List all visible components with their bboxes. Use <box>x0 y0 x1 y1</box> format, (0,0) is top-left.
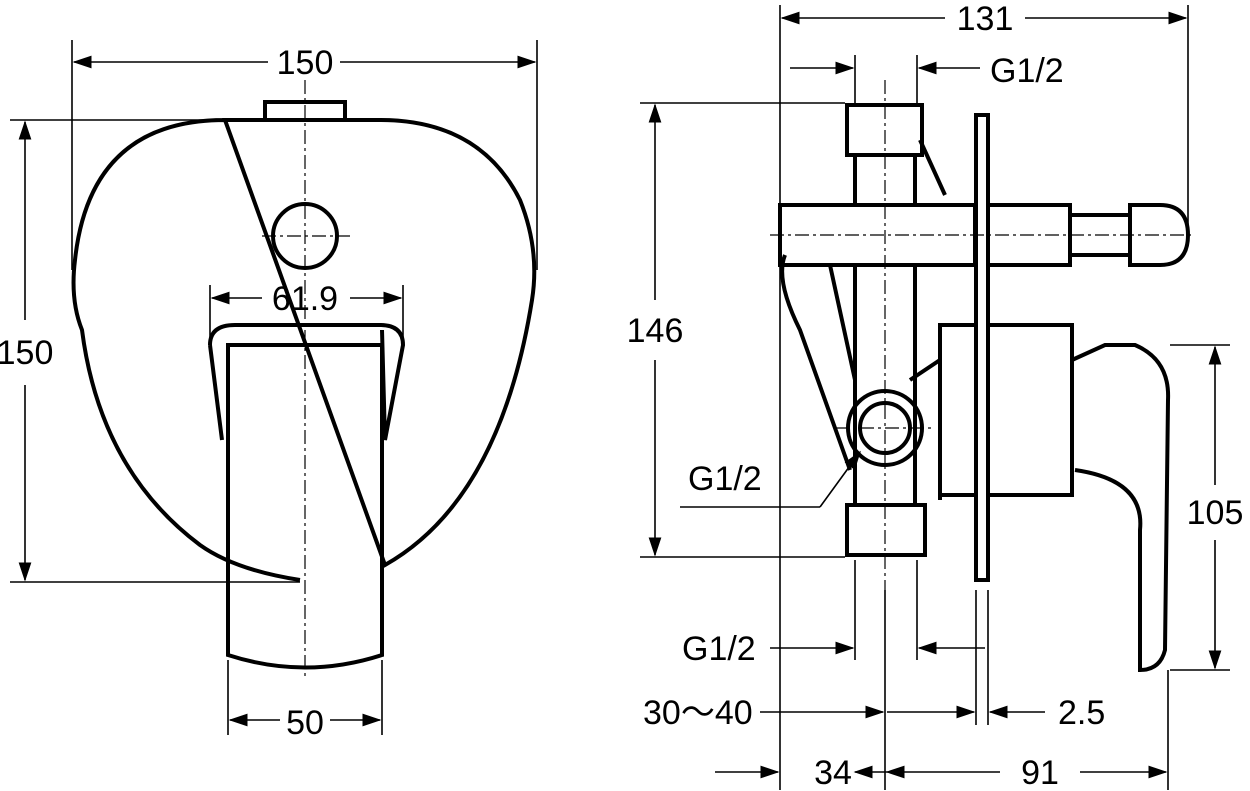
dim-width: 150 <box>277 44 334 82</box>
dim-lever-width: 50 <box>286 704 324 742</box>
lever-body <box>226 343 384 670</box>
dim-wall-depth: 30～40 <box>643 694 753 732</box>
bottom-port <box>845 503 927 557</box>
dim-projection: 91 <box>1021 754 1059 791</box>
side-view: 131 G1/2 146 G1/2 105 G1/2 30～40 2.5 34 … <box>627 0 1244 791</box>
dim-height: 146 <box>627 312 684 350</box>
handle-arm <box>780 254 857 471</box>
handle-collar <box>208 323 406 441</box>
top-cap <box>263 100 347 122</box>
front-view: 150 150 61.9 50 <box>0 40 538 742</box>
dim-handle-width: 61.9 <box>272 280 338 318</box>
dim-body-offset: 34 <box>814 754 852 791</box>
valve-body-upper <box>778 139 977 267</box>
dim-total-depth: 131 <box>957 0 1014 38</box>
cartridge-housing <box>938 323 978 497</box>
dim-handle-height: 105 <box>1187 494 1244 532</box>
cover-plate-outline <box>71 118 537 582</box>
label-bottom-port: G1/2 <box>682 630 756 668</box>
lever-handle <box>1071 343 1171 673</box>
dim-height: 150 <box>0 334 53 372</box>
valve-body-lower <box>853 265 942 505</box>
label-side-port: G1/2 <box>688 460 762 498</box>
label-top-port: G1/2 <box>990 52 1064 90</box>
dim-plate-thickness: 2.5 <box>1058 694 1105 732</box>
